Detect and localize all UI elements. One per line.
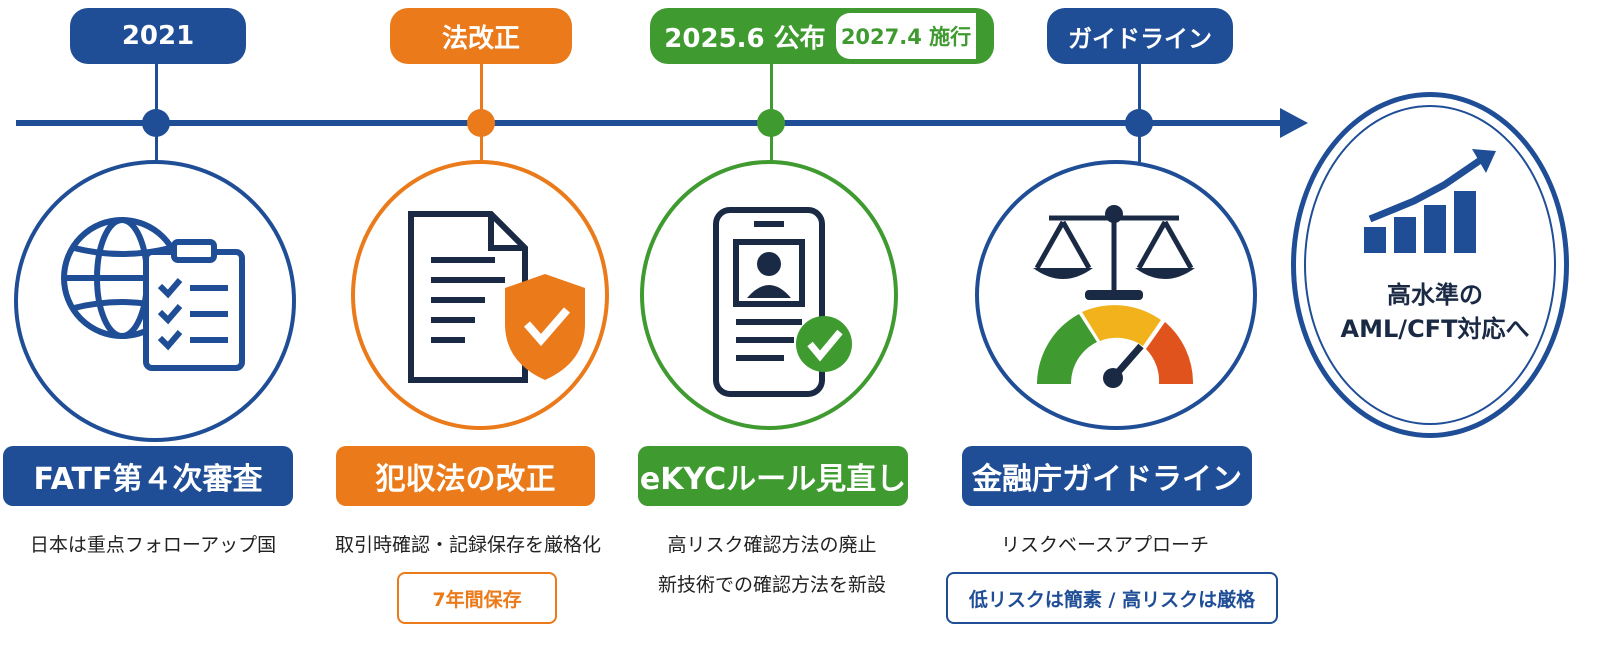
step3-desc-line1: 高リスク確認方法の廃止 <box>667 534 877 556</box>
goal-line1: 高水準の <box>1387 281 1483 309</box>
step4-icon-circle <box>975 160 1257 430</box>
step1-title: FATF第４次審査 <box>3 446 293 506</box>
step2-tag: 7年間保存 <box>397 572 557 624</box>
step4-desc: リスクベースアプローチ <box>1000 534 1210 556</box>
step3-publish-label: 2025.6 公布 <box>664 23 826 54</box>
step2-desc: 取引時確認・記録保存を厳格化 <box>334 534 601 556</box>
globe-checklist-icon <box>61 217 245 371</box>
goal-circle: 高水準の AML/CFT対応へ <box>1291 92 1569 438</box>
scale-gauge-icon <box>1033 205 1195 388</box>
goal-inner-ring <box>1304 105 1556 425</box>
step4-dot <box>1125 109 1153 137</box>
document-shield-icon <box>408 211 585 383</box>
step2-icon-circle <box>351 160 609 430</box>
step1-icon-circle <box>14 160 296 442</box>
step4-tag: 低リスクは簡素 / 高リスクは厳格 <box>946 572 1278 624</box>
step3-title: eKYCルール見直し <box>638 446 908 506</box>
step2-dot <box>467 109 495 137</box>
growth-chart-icon <box>1364 149 1496 253</box>
step3-dot <box>757 109 785 137</box>
step4-pill: ガイドライン <box>1047 8 1233 64</box>
step2-title: 犯収法の改正 <box>336 446 595 506</box>
step3-enforce-label: 2027.4 施行 <box>836 13 976 59</box>
step3-desc-line2: 新技術での確認方法を新設 <box>657 574 886 596</box>
timeline-arrow-icon <box>1280 108 1308 138</box>
step4-title: 金融庁ガイドライン <box>962 446 1252 506</box>
step3-icon-circle <box>640 160 898 430</box>
phone-id-check-icon <box>713 207 852 397</box>
step3-pill: 2025.6 公布 2027.4 施行 <box>650 8 994 64</box>
step1-dot <box>142 109 170 137</box>
step2-pill: 法改正 <box>390 8 572 64</box>
step1-year-pill: 2021 <box>70 8 246 64</box>
goal-line2: AML/CFT対応へ <box>1340 315 1530 343</box>
step1-desc: 日本は重点フォローアップ国 <box>29 534 277 556</box>
